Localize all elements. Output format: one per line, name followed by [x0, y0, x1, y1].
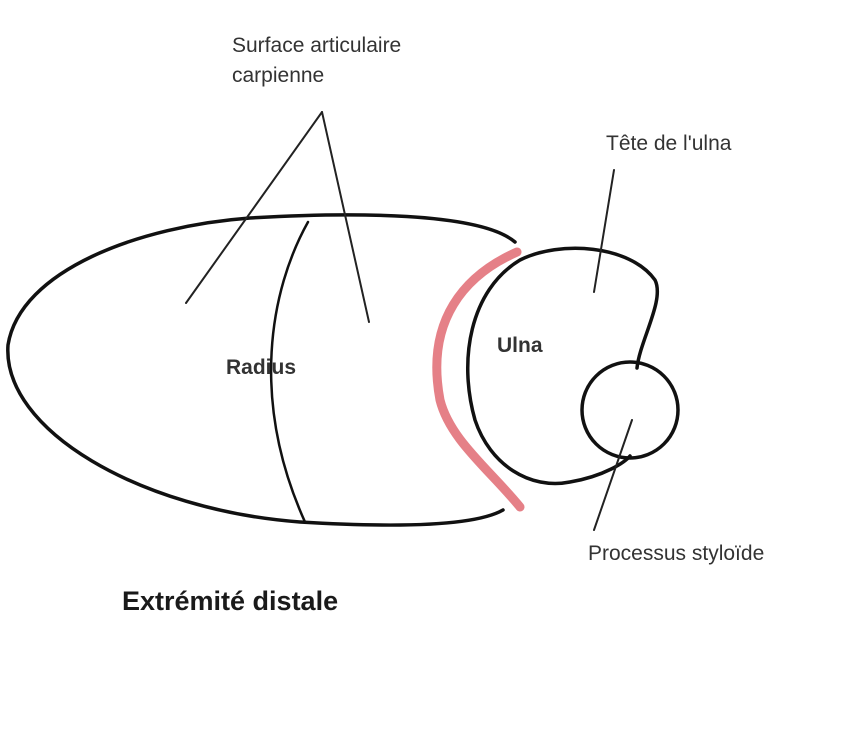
label-surface-articulaire-line2: carpienne — [232, 64, 324, 87]
caption-extremite-distale: Extrémité distale — [122, 586, 338, 616]
leader-processus — [593, 419, 633, 531]
leader-surface-right — [321, 111, 370, 323]
leader-tete-ulna — [593, 169, 615, 293]
ulnar-notch-highlight — [432, 247, 525, 512]
label-ulna: Ulna — [497, 334, 543, 357]
label-tete-ulna: Tête de l'ulna — [606, 132, 732, 155]
label-surface-articulaire-line1: Surface articulaire — [232, 34, 401, 57]
radius-outline — [6, 213, 517, 527]
radius-ridge-line — [269, 220, 310, 524]
leader-surface-left — [185, 111, 323, 304]
styloid-process-circle — [580, 360, 680, 460]
label-processus-styloide: Processus styloïde — [588, 542, 764, 565]
label-radius: Radius — [226, 356, 296, 379]
ulna-head-outline — [465, 246, 660, 486]
